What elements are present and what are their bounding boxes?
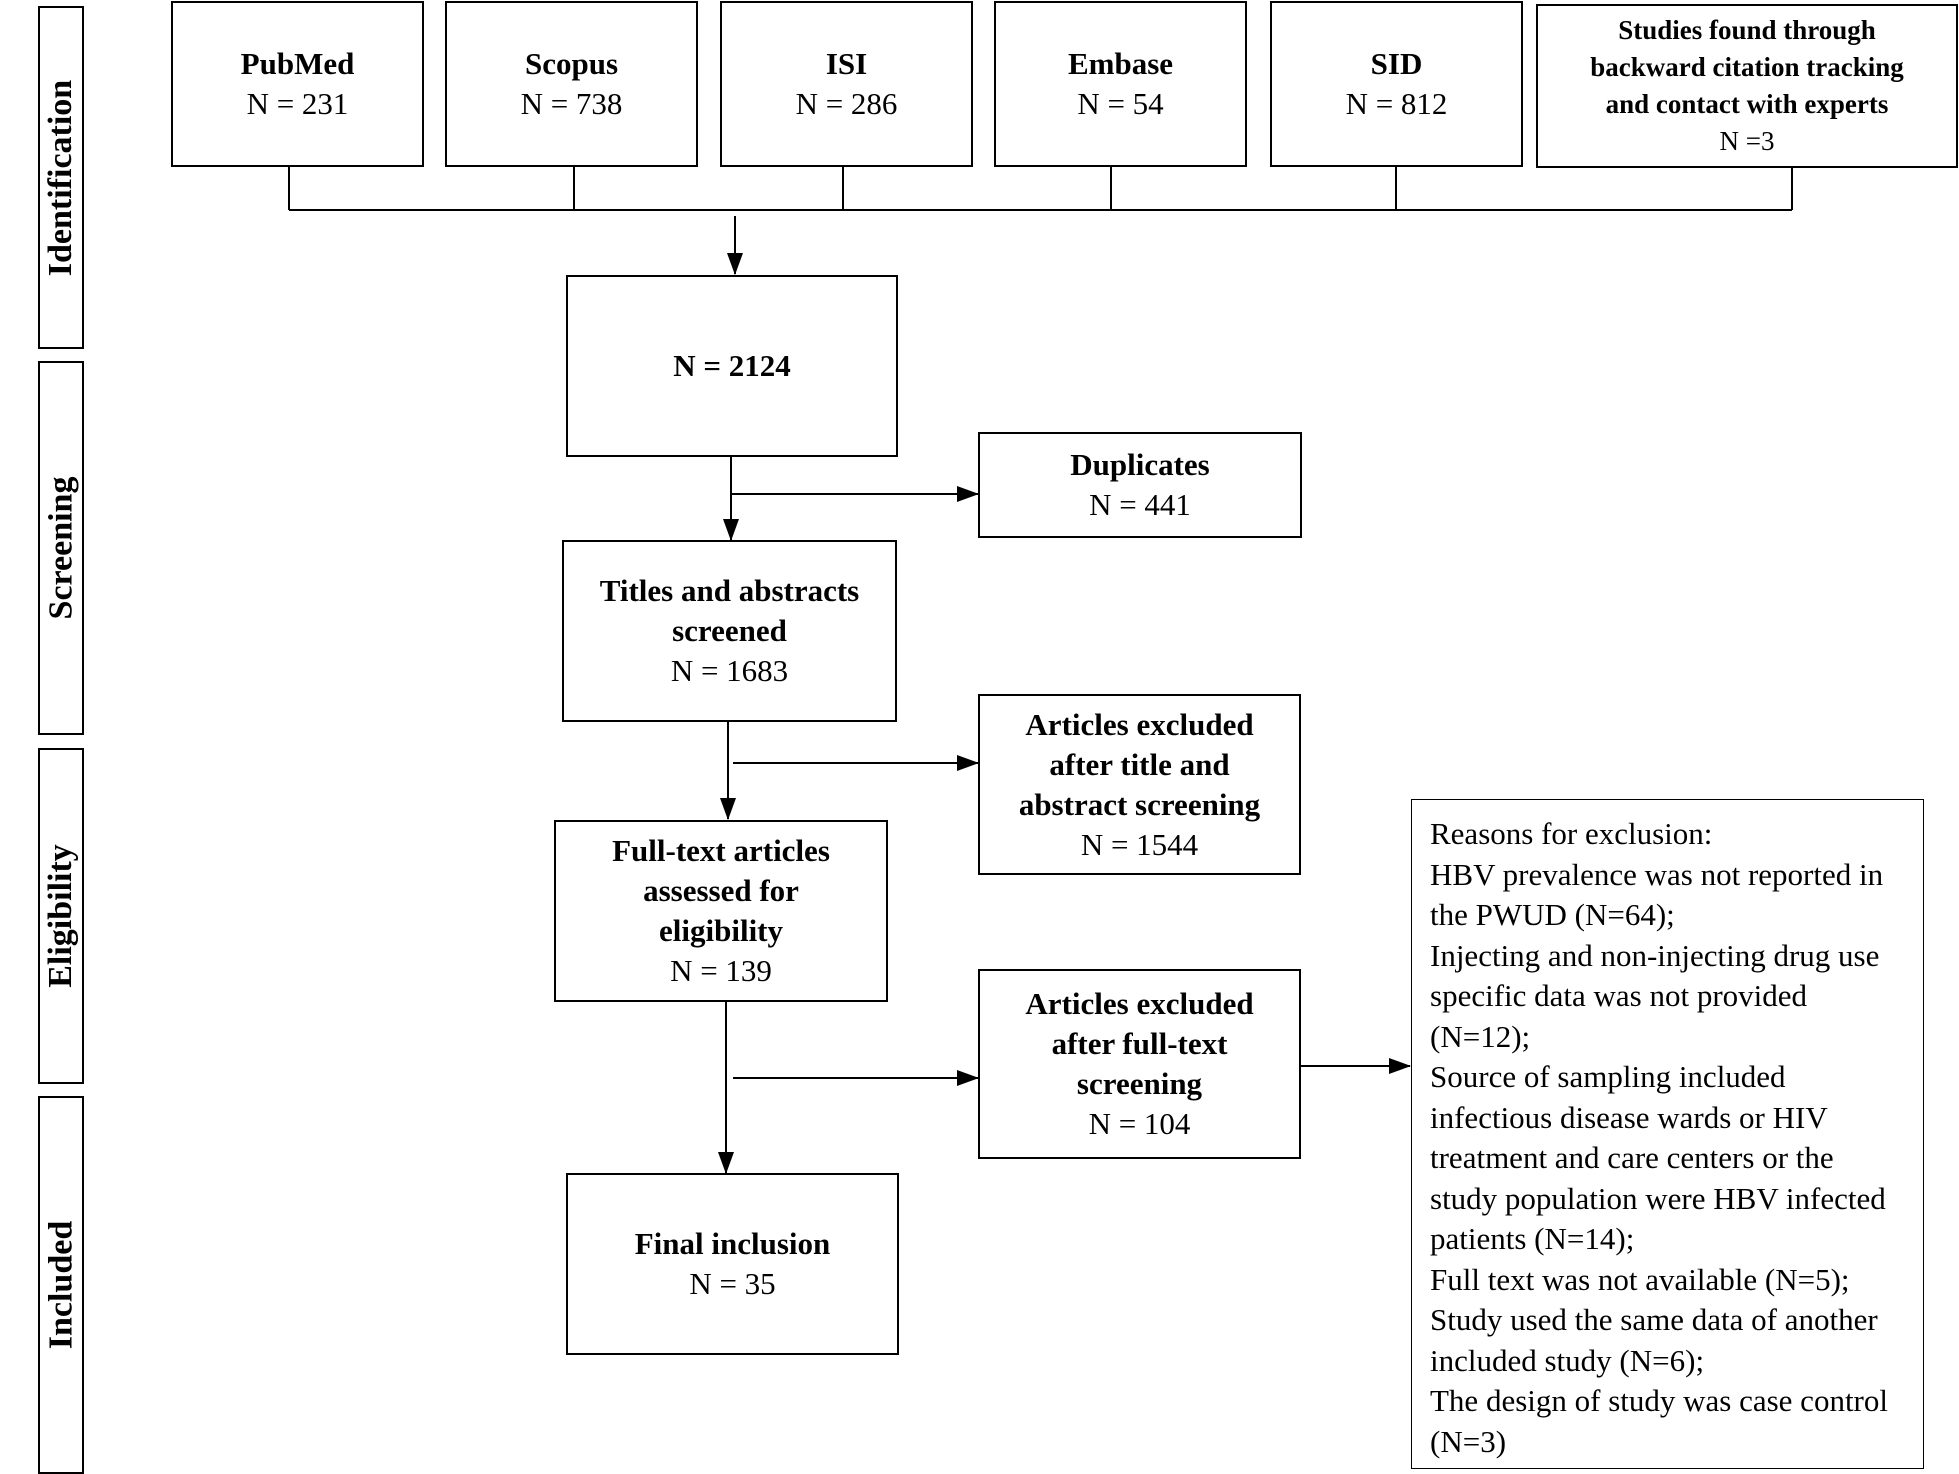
source-title: Scopus <box>524 46 619 81</box>
total-records-box: N = 2124 <box>566 275 898 457</box>
source-count: N = 231 <box>246 86 349 121</box>
reason-line: Source of sampling included <box>1430 1059 1786 1094</box>
reason-line: Study used the same data of another <box>1430 1302 1878 1337</box>
source-title: Embase <box>1067 46 1174 81</box>
source-count: N = 738 <box>520 86 623 121</box>
source-count: N = 812 <box>1345 86 1448 121</box>
source-experts: Studies found through backward citation … <box>1536 4 1958 168</box>
stage-included: Included <box>38 1096 84 1474</box>
source-title: PubMed <box>240 46 355 81</box>
source-count: N = 286 <box>795 86 898 121</box>
reason-line: specific data was not provided <box>1430 978 1808 1013</box>
final-inclusion-box: Final inclusion N = 35 <box>566 1173 899 1355</box>
duplicates-box: Duplicates N = 441 <box>978 432 1302 538</box>
reason-line: study population were HBV infected <box>1430 1180 1886 1216</box>
excluded-full-text-title: Articles excluded <box>1025 986 1254 1021</box>
reason-line: treatment and care centers or the <box>1430 1140 1834 1175</box>
stage-screening: Screening <box>38 361 84 735</box>
source-title: SID <box>1370 46 1423 81</box>
source-isi: ISI N = 286 <box>720 1 973 167</box>
excluded-title-abstract-title: abstract screening <box>1018 786 1261 822</box>
excluded-full-text-title: after full-text <box>1051 1026 1228 1061</box>
source-title: ISI <box>825 46 868 81</box>
reason-line: The design of study was case control <box>1430 1383 1888 1418</box>
source-embase: Embase N = 54 <box>994 1 1247 167</box>
excluded-title-abstract-count: N = 1544 <box>1080 826 1199 862</box>
full-text-title: eligibility <box>659 913 783 948</box>
source-title-line: backward citation tracking <box>1590 52 1904 82</box>
full-text-box: Full-text articles assessed for eligibil… <box>554 820 888 1002</box>
reason-line: Reasons for exclusion: <box>1430 816 1713 851</box>
reason-line: Full text was not available (N=5); <box>1430 1261 1850 1297</box>
titles-screened-count: N = 1683 <box>670 653 789 688</box>
titles-screened-title: screened <box>672 613 787 648</box>
reason-line: Injecting and non-injecting drug use <box>1430 937 1880 973</box>
duplicates-count: N = 441 <box>1089 487 1191 522</box>
excluded-title-abstract-title: after title and <box>1049 746 1230 782</box>
final-inclusion-count: N = 35 <box>689 1266 776 1301</box>
reason-line: (N=3) <box>1430 1423 1507 1459</box>
reason-line: (N=12); <box>1430 1018 1531 1054</box>
full-text-title: assessed for <box>643 873 799 908</box>
excluded-title-abstract-box: Articles excluded after title and abstra… <box>978 694 1301 875</box>
excluded-full-text-count: N = 104 <box>1088 1106 1191 1141</box>
source-count: N =3 <box>1719 126 1775 156</box>
duplicates-title: Duplicates <box>1070 447 1210 482</box>
titles-screened-box: Titles and abstracts screened N = 1683 <box>562 540 897 722</box>
excluded-full-text-title: screening <box>1076 1066 1203 1101</box>
stage-identification: Identification <box>38 6 84 349</box>
reason-line: infectious disease wards or HIV <box>1430 1099 1828 1135</box>
source-scopus: Scopus N = 738 <box>445 1 698 167</box>
excluded-title-abstract-title: Articles excluded <box>1025 706 1254 742</box>
reason-line: patients (N=14); <box>1430 1221 1635 1256</box>
full-text-title: Full-text articles <box>612 833 830 868</box>
reason-line: included study (N=6); <box>1430 1342 1705 1378</box>
source-count: N = 54 <box>1077 86 1164 121</box>
source-sid: SID N = 812 <box>1270 1 1523 167</box>
source-pubmed: PubMed N = 231 <box>171 1 424 167</box>
exclusion-reasons-box: Reasons for exclusion: HBV prevalence wa… <box>1411 799 1924 1469</box>
source-title-line: Studies found through <box>1618 15 1876 45</box>
reason-line: the PWUD (N=64); <box>1430 897 1675 932</box>
full-text-count: N = 139 <box>670 953 772 988</box>
excluded-full-text-box: Articles excluded after full-text screen… <box>978 969 1301 1159</box>
reason-line: HBV prevalence was not reported in <box>1430 856 1884 892</box>
source-title-line: and contact with experts <box>1605 89 1889 119</box>
final-inclusion-title: Final inclusion <box>634 1226 831 1261</box>
titles-screened-title: Titles and abstracts <box>599 573 860 608</box>
stage-eligibility: Eligibility <box>38 748 84 1084</box>
total-records-count: N = 2124 <box>673 348 791 383</box>
